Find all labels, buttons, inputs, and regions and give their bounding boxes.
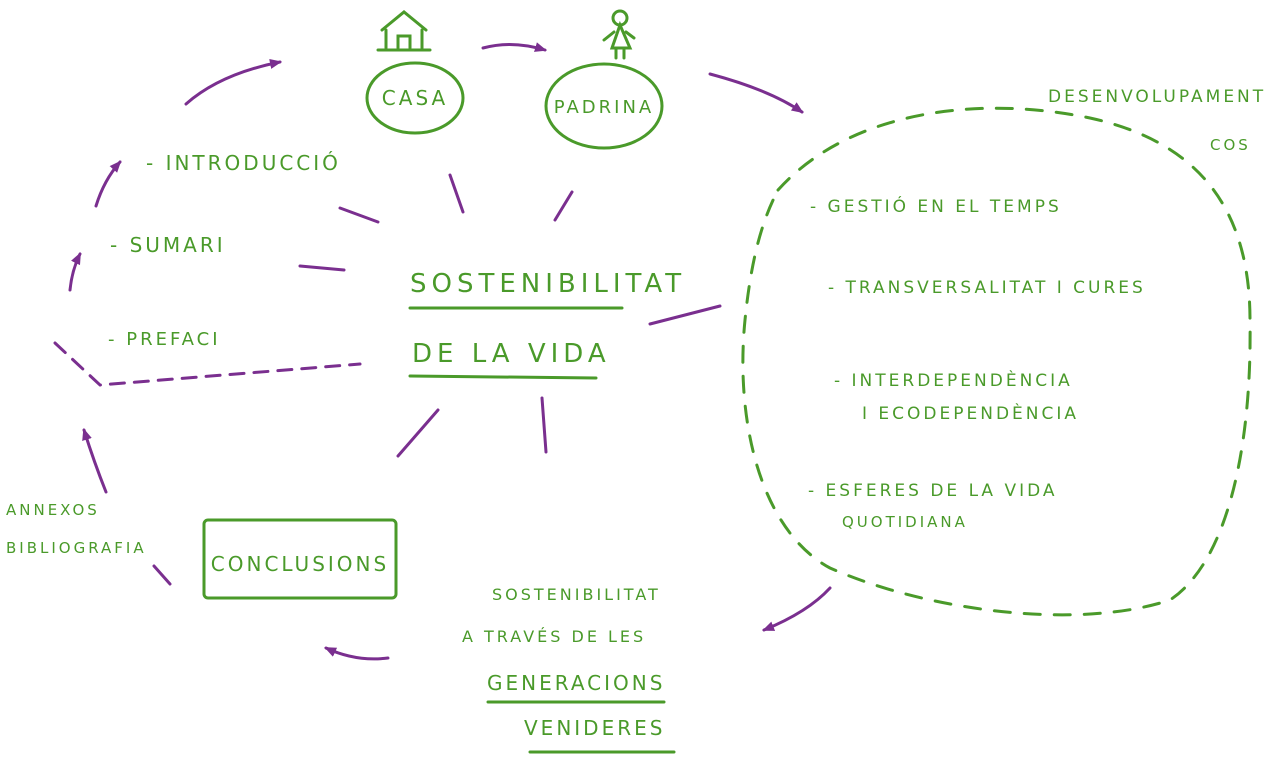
center-title-line1: SOSTENIBILITAT bbox=[410, 269, 686, 299]
casa-node[interactable]: CASA bbox=[365, 61, 465, 135]
item-sumari: - SUMARI bbox=[110, 233, 226, 257]
spoke-bottom bbox=[540, 396, 548, 454]
conclusions-node[interactable]: CONCLUSIONS bbox=[202, 518, 398, 600]
development-title-line2: COS bbox=[1210, 136, 1251, 154]
bottom-line3: GENERACIONS bbox=[487, 671, 665, 695]
center-underline-2 bbox=[408, 374, 598, 380]
padrina-label: PADRINA bbox=[554, 97, 654, 118]
arrow-development-to-bottom bbox=[762, 586, 832, 632]
bottom-line2: A TRAVÉS DE LES bbox=[462, 627, 646, 646]
padrina-circle bbox=[544, 62, 664, 150]
bottom-line1: SOSTENIBILITAT bbox=[492, 585, 661, 604]
spoke-introduccio bbox=[338, 206, 380, 224]
dev-item-quotidiana: QUOTIDIANA bbox=[842, 513, 968, 531]
padrina-node[interactable]: PADRINA bbox=[544, 62, 664, 150]
arrow-prefaci-to-sumari bbox=[68, 252, 82, 292]
item-prefaci: - PREFACI bbox=[108, 329, 221, 350]
item-introduccio: - INTRODUCCIÓ bbox=[146, 151, 341, 175]
center-topic: SOSTENIBILITAT DE LA VIDA bbox=[408, 269, 686, 380]
dev-item-ecodependencia: I ECODEPENDÈNCIA bbox=[862, 402, 1079, 424]
dev-item-gestio: - GESTIÓ EN EL TEMPS bbox=[810, 195, 1062, 217]
arrow-casa-to-padrina bbox=[481, 42, 547, 52]
annex-line2: BIBLIOGRAFIA bbox=[6, 539, 147, 557]
center-title-line2: DE LA VIDA bbox=[412, 339, 611, 369]
annex-line1: ANNEXOS bbox=[6, 501, 100, 519]
arrow-sumari-to-introduccio bbox=[94, 160, 122, 208]
development-title-line1: DESENVOLUPAMENT bbox=[1048, 87, 1266, 107]
spoke-conclusions bbox=[396, 408, 440, 458]
flow-arrows bbox=[68, 42, 832, 661]
conclusions-box bbox=[202, 518, 398, 600]
front-matter-dashed-line bbox=[53, 341, 362, 387]
development-dashed-blob bbox=[741, 106, 1252, 617]
arrow-introduccio-to-casa bbox=[184, 59, 282, 106]
arrow-bottom-to-conclusions bbox=[324, 646, 390, 661]
dev-item-interdependencia: - INTERDEPENDÈNCIA bbox=[834, 369, 1073, 391]
spoke-sumari bbox=[298, 264, 346, 272]
dev-item-transversalitat: - TRANSVERSALITAT I CURES bbox=[828, 278, 1146, 298]
spokes bbox=[298, 173, 722, 458]
casa-label: CASA bbox=[382, 86, 448, 110]
spoke-casa bbox=[448, 173, 465, 214]
arrow-padrina-to-development bbox=[708, 72, 804, 114]
arrow-annex-to-prefaci bbox=[82, 428, 108, 494]
person-icon bbox=[602, 9, 636, 60]
conclusions-label: CONCLUSIONS bbox=[211, 552, 389, 576]
spoke-padrina bbox=[553, 190, 574, 222]
bottom-line4: VENIDERES bbox=[524, 716, 665, 740]
dev-item-esferes: - ESFERES DE LA VIDA bbox=[808, 481, 1058, 501]
spoke-development bbox=[648, 304, 722, 326]
house-icon bbox=[376, 10, 432, 52]
casa-circle bbox=[365, 61, 465, 135]
arrow-conclusions-to-annex bbox=[152, 564, 172, 586]
